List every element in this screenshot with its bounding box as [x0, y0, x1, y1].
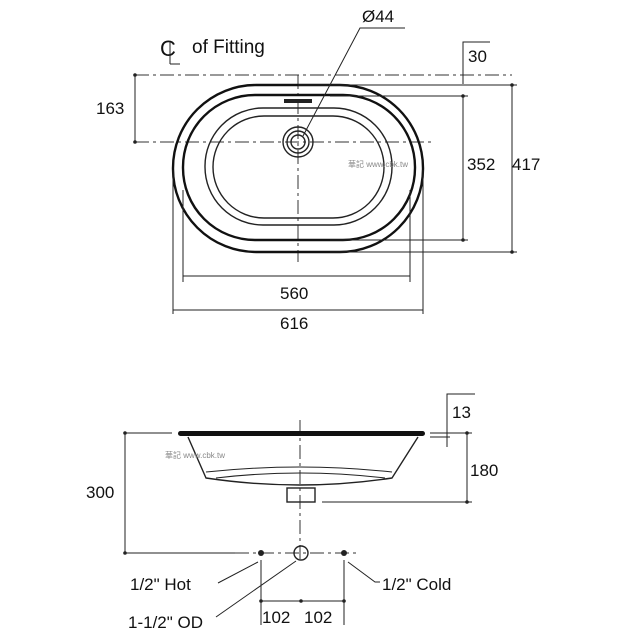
centerline-symbol: C: [160, 36, 180, 65]
basin-rim: [178, 431, 425, 436]
bowl-base: [212, 115, 385, 219]
basin-inner-rim: [181, 93, 417, 242]
watermark-side: 華記 www.cbk.tw: [165, 450, 225, 460]
drain-leader: [302, 27, 405, 137]
dim-30: 30: [468, 47, 487, 66]
bowl-profile: [187, 436, 419, 486]
bowl-outline: [204, 107, 393, 226]
dim-102-right: 102: [304, 608, 332, 627]
side-view: 華記 www.cbk.tw 300 180 13 1/2" Hot 1-1/2"…: [86, 393, 498, 632]
dim-417: 417: [512, 155, 540, 174]
dim-102-left: 102: [262, 608, 290, 627]
drain-icon: [282, 126, 314, 158]
dim-352: 352: [467, 155, 495, 174]
dim-13: 13: [452, 403, 471, 422]
dim-616: 616: [280, 314, 308, 333]
watermark: 華記 www.cbk.tw: [348, 159, 408, 169]
svg-text:C: C: [160, 36, 176, 61]
dim-163: 163: [96, 99, 124, 118]
label-cold: 1/2" Cold: [382, 575, 451, 594]
top-view: C of Fitting Ø44 華記 www.cbk.tw 163 30: [96, 7, 540, 333]
centerline-label: of Fitting: [192, 37, 265, 58]
dim-300: 300: [86, 483, 114, 502]
dim-180: 180: [470, 461, 498, 480]
waste-outlet: [286, 487, 316, 503]
overflow-slot: [284, 99, 312, 103]
waste-pipe-icon: [293, 545, 309, 561]
cold-inlet-icon: [341, 550, 347, 556]
label-waste: 1-1/2" OD: [128, 613, 203, 632]
dim-560: 560: [280, 284, 308, 303]
label-hot: 1/2" Hot: [130, 575, 191, 594]
drain-diameter-label: Ø44: [362, 7, 394, 26]
hot-inlet-icon: [258, 550, 264, 556]
